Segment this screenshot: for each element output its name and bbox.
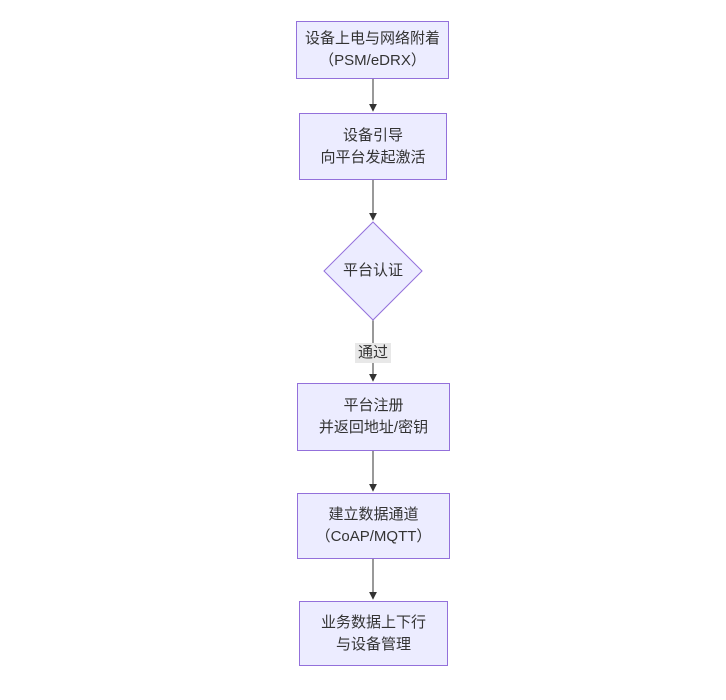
- decision-diamond-shape: [323, 221, 423, 321]
- node-platform-registration-line2: 并返回地址/密钥: [318, 419, 429, 436]
- node-platform-registration-line1: 平台注册: [343, 397, 404, 414]
- node-power-attach-line2: （PSM/eDRX）: [319, 52, 426, 69]
- node-platform-auth-label: 平台认证: [342, 262, 404, 279]
- node-power-attach: 设备上电与网络附着 （PSM/eDRX）: [296, 21, 449, 79]
- node-bootstrap-line2: 向平台发起激活: [320, 148, 426, 166]
- node-power-attach-line1: 设备上电与网络附着: [304, 30, 440, 47]
- edge-label-pass: 通过: [354, 343, 392, 363]
- node-bootstrap: 设备引导 向平台发起激活: [299, 113, 447, 180]
- node-data-channel: 建立数据通道 （CoAP/MQTT）: [297, 493, 450, 559]
- node-business-management-line2: 与设备管理: [335, 635, 411, 653]
- node-business-management-line1: 业务数据上下行: [320, 613, 426, 631]
- node-data-channel-line1: 建立数据通道: [328, 506, 419, 523]
- node-bootstrap-line1: 设备引导: [342, 126, 403, 144]
- node-platform-registration: 平台注册 并返回地址/密钥: [297, 383, 450, 451]
- node-business-management: 业务数据上下行 与设备管理: [299, 601, 448, 666]
- node-data-channel-line2: （CoAP/MQTT）: [315, 528, 432, 545]
